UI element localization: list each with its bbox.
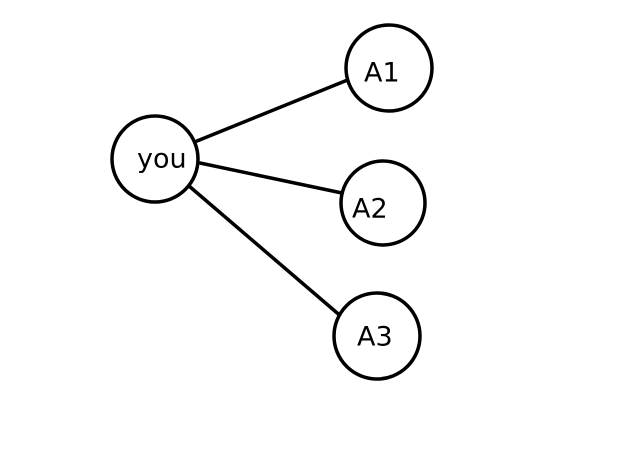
node-a3-label: A3: [357, 322, 393, 353]
edge-you-a2: [198, 161, 344, 195]
edge-you-a1: [195, 77, 352, 143]
node-a1-label: A1: [364, 58, 400, 89]
node-a3-circle: [332, 291, 422, 381]
node-a2: A2: [339, 159, 427, 247]
node-a1: A1: [344, 23, 434, 113]
node-you-circle: [110, 114, 200, 204]
node-a2-label: A2: [352, 194, 388, 225]
node-a3: A3: [332, 291, 422, 381]
node-a1-circle: [344, 23, 434, 113]
node-you-label: you: [137, 144, 187, 175]
node-a2-circle: [339, 159, 427, 247]
edge-you-a3: [187, 184, 345, 320]
node-you: you: [110, 114, 200, 204]
